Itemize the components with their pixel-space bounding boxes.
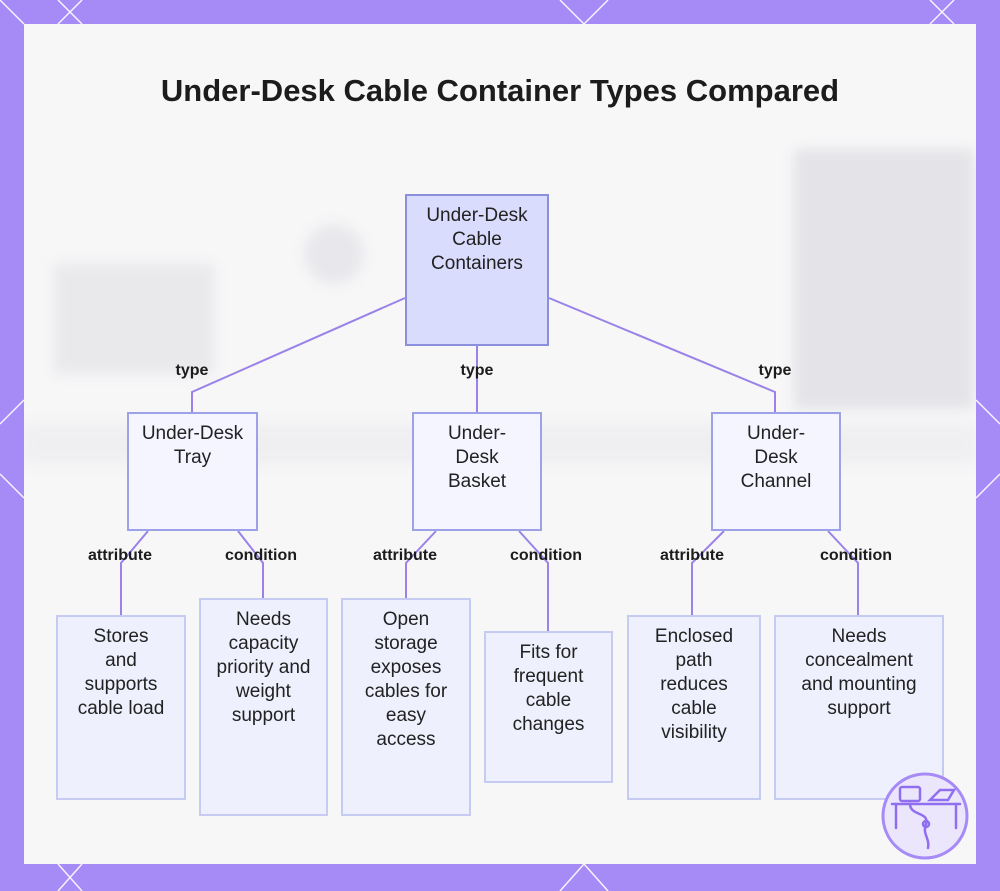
- diagram-title: Under-Desk Cable Container Types Compare…: [160, 73, 840, 108]
- edge-label-basket-attribute: attribute: [373, 547, 437, 564]
- type-node-label: Under-Desk Basket: [447, 423, 507, 492]
- leaf-node-basket-condition: Fits for frequent cable changes: [484, 631, 613, 783]
- leaf-node-label: Stores and supports cable load: [77, 626, 165, 719]
- edge-label-tray-attribute: attribute: [88, 547, 152, 564]
- leaf-node-tray-attribute: Stores and supports cable load: [56, 615, 186, 800]
- root-node: Under-Desk Cable Containers: [405, 194, 549, 346]
- edge-label-type-basket: type: [460, 362, 494, 379]
- connector-tray-cond: [237, 530, 264, 598]
- leaf-node-label: Fits for frequent cable changes: [512, 642, 585, 735]
- connector-basket-attr: [405, 530, 437, 598]
- connector-root-tray: [191, 297, 406, 412]
- edge-label-tray-condition: condition: [225, 547, 297, 564]
- edge-label-channel-attribute: attribute: [660, 547, 724, 564]
- connector-root-channel: [548, 297, 776, 412]
- leaf-node-label: Enclosed path reduces cable visibility: [654, 626, 734, 743]
- connector-channel-attr: [691, 530, 725, 615]
- edge-label-type-channel: type: [758, 362, 792, 379]
- connector-tray-attr: [120, 530, 149, 615]
- leaf-node-channel-condition: Needs concealment and mounting support: [774, 615, 944, 800]
- edge-label-channel-condition: condition: [820, 547, 892, 564]
- connector-basket-cond: [518, 530, 549, 631]
- root-node-label: Under-Desk Cable Containers: [426, 205, 528, 274]
- leaf-node-basket-attribute: Open storage exposes cables for easy acc…: [341, 598, 471, 816]
- edge-label-type-tray: type: [175, 362, 209, 379]
- leaf-node-channel-attribute: Enclosed path reduces cable visibility: [627, 615, 761, 800]
- type-node-label: Under-Desk Tray: [141, 423, 244, 468]
- type-node-basket: Under-Desk Basket: [412, 412, 542, 531]
- leaf-node-label: Open storage exposes cables for easy acc…: [364, 609, 448, 750]
- edge-label-basket-condition: condition: [510, 547, 582, 564]
- connector-channel-cond: [827, 530, 859, 615]
- leaf-node-label: Needs capacity priority and weight suppo…: [216, 609, 311, 726]
- type-node-channel: Under-Desk Channel: [711, 412, 841, 531]
- desk-cable-logo-icon: [881, 772, 969, 860]
- type-node-tray: Under-Desk Tray: [127, 412, 258, 531]
- type-node-label: Under-Desk Channel: [740, 423, 812, 492]
- leaf-node-label: Needs concealment and mounting support: [801, 626, 917, 719]
- leaf-node-tray-condition: Needs capacity priority and weight suppo…: [199, 598, 328, 816]
